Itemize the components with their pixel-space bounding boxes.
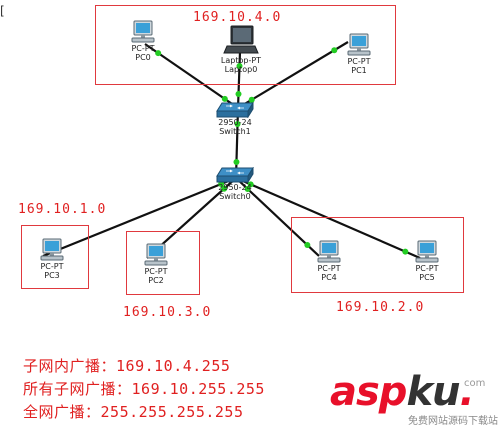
port-status-dot [221, 95, 228, 102]
node-type-label: PC-PT [131, 44, 155, 53]
pc-icon [347, 33, 371, 56]
node-pc4[interactable]: PC-PT PC4 [294, 240, 364, 282]
watermark-wordmark: aspku. [330, 369, 475, 415]
node-pc3[interactable]: PC-PT PC3 [17, 238, 87, 280]
node-name-label: PC0 [135, 53, 151, 62]
link-laptop0-switch1 [236, 51, 242, 109]
port-status-dot [236, 63, 243, 69]
pc-icon [317, 240, 341, 263]
node-type-label: PC-PT [40, 262, 64, 271]
node-name-label: PC5 [419, 273, 435, 282]
port-status-dot [402, 248, 409, 255]
broadcast-value: 255.255.255.255 [100, 403, 244, 421]
node-pc1[interactable]: PC-PT PC1 [324, 33, 394, 75]
link-switch1-switch0 [234, 107, 240, 179]
node-name-label: Laptop0 [224, 65, 258, 74]
pc-icon [415, 240, 439, 263]
broadcast-all-subnets-line: 所有子网广播：169.10.255.255 [23, 378, 265, 399]
broadcast-label: 所有子网广播： [23, 380, 132, 398]
watermark-subtitle: 免费网站源码下载站 [408, 416, 498, 427]
node-pc5[interactable]: PC-PT PC5 [392, 240, 462, 282]
node-name-label: PC1 [351, 66, 367, 75]
link-switch0-pc5 [235, 176, 421, 260]
port-status-dot [247, 181, 254, 188]
port-status-dot [331, 47, 338, 54]
subnet-label-169-10-1-0: 169.10.1.0 [18, 202, 107, 217]
node-pc2[interactable]: PC-PT PC2 [121, 243, 191, 285]
node-type-label: 2950-24 [218, 183, 252, 192]
node-type-label: 2950-24 [218, 118, 252, 127]
subnet-box-169-10-4-0 [95, 5, 396, 85]
link-switch0-pc3 [42, 176, 237, 258]
subnet-label-169-10-4-0: 169.10.4.0 [193, 10, 282, 25]
laptop-icon [223, 25, 259, 54]
port-status-dot [235, 91, 242, 97]
node-type-label: Laptop-PT [220, 56, 262, 65]
broadcast-subnet-line: 子网内广播：169.10.4.255 [23, 355, 230, 376]
port-status-dot [248, 96, 255, 103]
port-status-dot [233, 159, 240, 166]
subnet-box-169-10-3-0 [126, 231, 200, 295]
node-type-label: PC-PT [415, 264, 439, 273]
broadcast-all-network-line: 全网广播：255.255.255.255 [23, 401, 243, 422]
node-name-label: PC2 [148, 276, 164, 285]
pc-icon [40, 238, 64, 261]
watermark-logo: aspku. com 免费网站源码下载站 [330, 370, 498, 428]
node-name-label: PC3 [44, 271, 60, 280]
node-laptop0[interactable]: Laptop-PT Laptop0 [206, 24, 276, 74]
port-status-dot [221, 185, 228, 192]
broadcast-label: 全网广播： [23, 403, 101, 421]
broadcast-value: 169.10.255.255 [131, 380, 265, 398]
node-switch0[interactable]: 2950-24 Switch0 [200, 167, 270, 201]
switch-icon [216, 167, 254, 183]
node-pc0[interactable]: PC-PT PC0 [108, 20, 178, 62]
port-status-dot [244, 185, 251, 192]
pc-icon [144, 243, 168, 266]
node-name-label: Switch1 [219, 127, 251, 136]
edge-mark: [ [0, 4, 5, 18]
node-name-label: PC4 [321, 273, 337, 282]
subnet-box-169-10-2-0 [291, 217, 464, 293]
subnet-label-169-10-2-0: 169.10.2.0 [336, 300, 425, 315]
broadcast-value: 169.10.4.255 [116, 357, 231, 375]
subnet-label-169-10-3-0: 169.10.3.0 [123, 305, 212, 320]
broadcast-label: 子网内广播： [23, 357, 117, 375]
node-switch1[interactable]: 2950-24 Switch1 [200, 102, 270, 136]
watermark-part2: ku [406, 369, 460, 415]
port-status-dot [304, 242, 311, 249]
switch-icon [216, 102, 254, 118]
node-type-label: PC-PT [144, 267, 168, 276]
pc-icon [131, 20, 155, 43]
watermark-com: com [464, 378, 486, 389]
node-type-label: PC-PT [317, 264, 341, 273]
watermark-dot: . [459, 369, 475, 415]
port-status-dot [155, 50, 162, 57]
port-status-dot [234, 120, 241, 127]
subnet-box-169-10-1-0 [21, 225, 89, 289]
link-pc1-switch1 [237, 41, 349, 109]
node-type-label: PC-PT [347, 57, 371, 66]
node-name-label: Switch0 [219, 192, 251, 201]
watermark-part1: asp [330, 369, 407, 415]
